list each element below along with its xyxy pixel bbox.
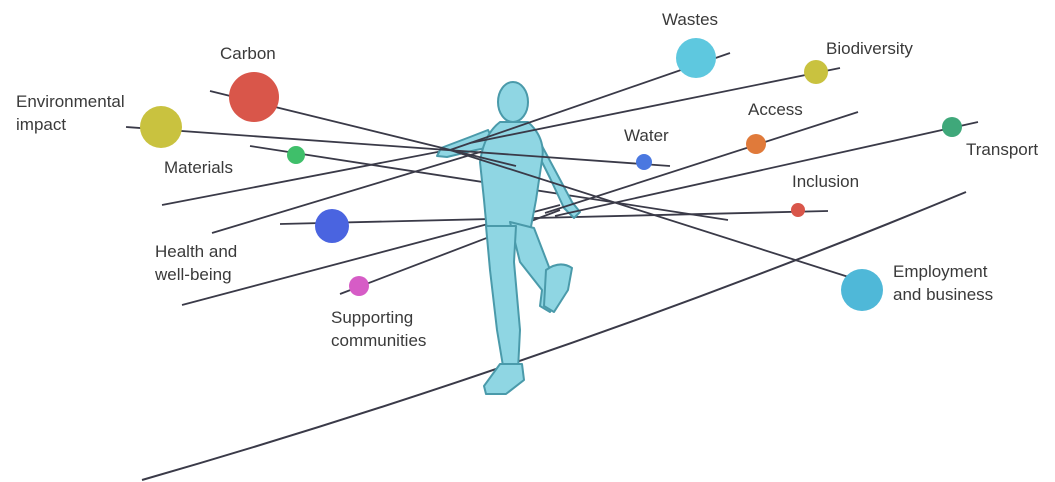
walker-right-foot xyxy=(543,263,573,313)
label-inclusion: Inclusion xyxy=(792,172,860,191)
label-water: Water xyxy=(624,126,669,145)
employment-ball xyxy=(841,269,883,311)
label-carbon: Carbon xyxy=(220,44,276,63)
transport-ball xyxy=(942,117,962,137)
water-ball xyxy=(636,154,652,170)
environmental-impact-ball xyxy=(140,106,182,148)
supporting-ball xyxy=(349,276,369,296)
walker-left-foot xyxy=(483,363,525,395)
walker-right-arm xyxy=(535,145,581,219)
access-ball xyxy=(746,134,766,154)
label-transport: Transport xyxy=(966,140,1039,159)
label-wastes: Wastes xyxy=(662,10,719,29)
label-biodiversity: Biodiversity xyxy=(826,39,913,58)
label-health-and-well-being: Health and well-being xyxy=(155,242,238,284)
health-ball xyxy=(315,209,349,243)
label-supporting-communities: Supporting communities xyxy=(331,308,427,350)
tightrope-line xyxy=(141,191,967,481)
walker-head xyxy=(497,81,529,123)
inclusion-ball xyxy=(791,203,805,217)
label-environmental-impact: Environmental impact xyxy=(16,92,125,134)
materials-ball xyxy=(287,146,305,164)
label-employment-and-business: Employment and business xyxy=(893,262,994,304)
carbon-ball xyxy=(229,72,279,122)
label-access: Access xyxy=(748,100,803,119)
biodiversity-ball xyxy=(804,60,828,84)
label-materials: Materials xyxy=(164,158,233,177)
factor-balls xyxy=(140,38,962,311)
walker-left-leg xyxy=(485,225,521,373)
wastes-ball xyxy=(676,38,716,78)
